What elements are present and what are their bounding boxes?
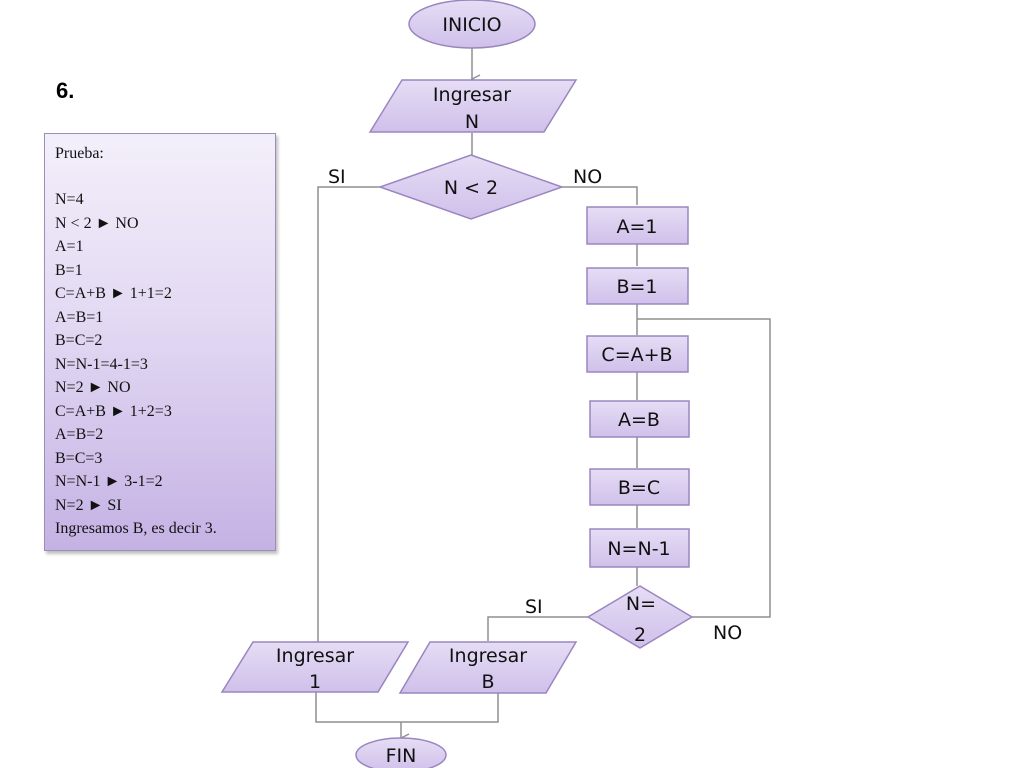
decision-1-yes-label: SI	[328, 166, 346, 188]
output-1-shape	[220, 641, 410, 693]
test-title: Prueba:	[55, 145, 104, 162]
loop-connector	[637, 318, 771, 618]
input-n-text-1: Ingresar	[433, 84, 511, 106]
test-line: A=B=1	[55, 308, 104, 326]
connector	[317, 186, 380, 645]
output-b-text-1: Ingresar	[449, 645, 527, 667]
slide-number: 6.	[56, 78, 75, 103]
step-n-text: N=N-1	[607, 538, 670, 560]
step-c-sum	[586, 335, 689, 373]
test-line: N < 2 ► NO	[55, 214, 139, 232]
test-line: B=C=3	[55, 449, 103, 467]
step-c-text: C=A+B	[601, 344, 672, 366]
output-1-text-2: 1	[309, 671, 321, 693]
step-a1-text: A=1	[616, 216, 657, 238]
step-b-1	[586, 267, 689, 305]
step-a-1	[586, 206, 689, 245]
test-line: B=1	[55, 261, 83, 279]
test-line: N=4	[55, 191, 84, 208]
output-b-shape	[398, 641, 578, 694]
connector	[562, 186, 638, 205]
test-box: Prueba: N=4 N < 2 ► NO A=1 B=1 C=A+B ► 1…	[44, 133, 276, 551]
step-b-eq-c	[589, 468, 690, 506]
step-b1-text: B=1	[616, 276, 657, 298]
connector	[487, 616, 588, 641]
decision-2-yes-label: SI	[525, 596, 543, 618]
end-terminal	[355, 737, 447, 768]
decision-1-no-label: NO	[573, 166, 602, 188]
input-n-shape	[368, 79, 578, 133]
decision-n-eq-2	[586, 585, 694, 649]
test-line: N=2 ► NO	[55, 379, 131, 396]
test-line: N=N-1 ► 3-1=2	[55, 473, 163, 490]
start-text: INICIO	[442, 14, 501, 36]
test-line: A=B=2	[55, 426, 104, 443]
start-terminal	[408, 0, 536, 49]
input-n-text-2: N	[465, 111, 479, 133]
test-line: C=A+B ► 1+1=2	[55, 285, 172, 302]
test-line: N=N-1=4-1=3	[55, 355, 148, 373]
output-1-text-1: Ingresar	[276, 645, 354, 667]
test-line: C=A+B ► 1+2=3	[55, 402, 172, 420]
decision-2-text-1: N=	[626, 593, 656, 615]
test-line: B=C=2	[55, 332, 103, 349]
step-a-eq-b	[589, 400, 690, 438]
decision-1-text: N < 2	[444, 177, 498, 199]
output-b-text-2: B	[481, 671, 494, 693]
step-n-minus-1	[589, 528, 690, 568]
step-ab-text: A=B	[618, 409, 660, 431]
decision-2-text-2: 2	[634, 624, 646, 646]
connector	[315, 692, 499, 723]
end-text: FIN	[386, 745, 417, 767]
test-line: A=1	[55, 238, 84, 255]
test-line: N=2 ► SI	[55, 496, 122, 514]
step-bc-text: B=C	[618, 477, 660, 499]
decision-2-no-label: NO	[713, 622, 742, 644]
decision-n-lt-2	[377, 154, 565, 220]
test-line: Ingresamos B, es decir 3.	[55, 520, 217, 537]
